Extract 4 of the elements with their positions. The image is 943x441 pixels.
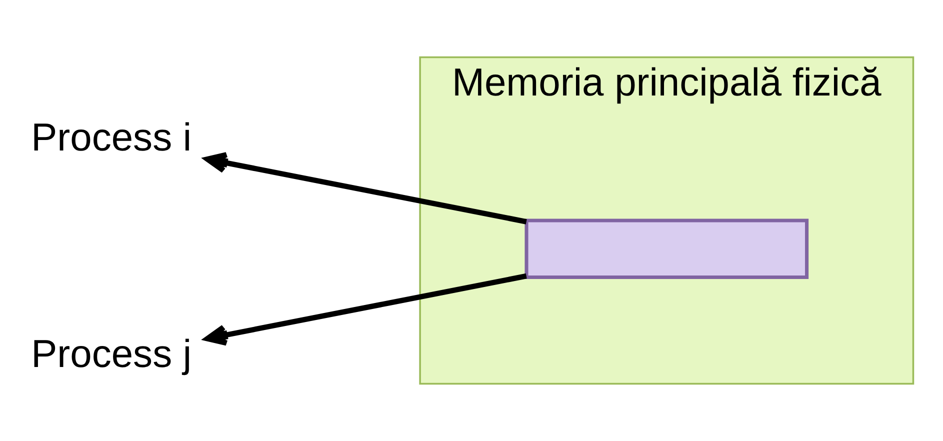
node-text: Process i bbox=[31, 116, 192, 160]
cluster: Memoria principală fizică bbox=[419, 56, 914, 385]
node-bar bbox=[524, 218, 809, 280]
node-text: Process j bbox=[31, 333, 192, 376]
